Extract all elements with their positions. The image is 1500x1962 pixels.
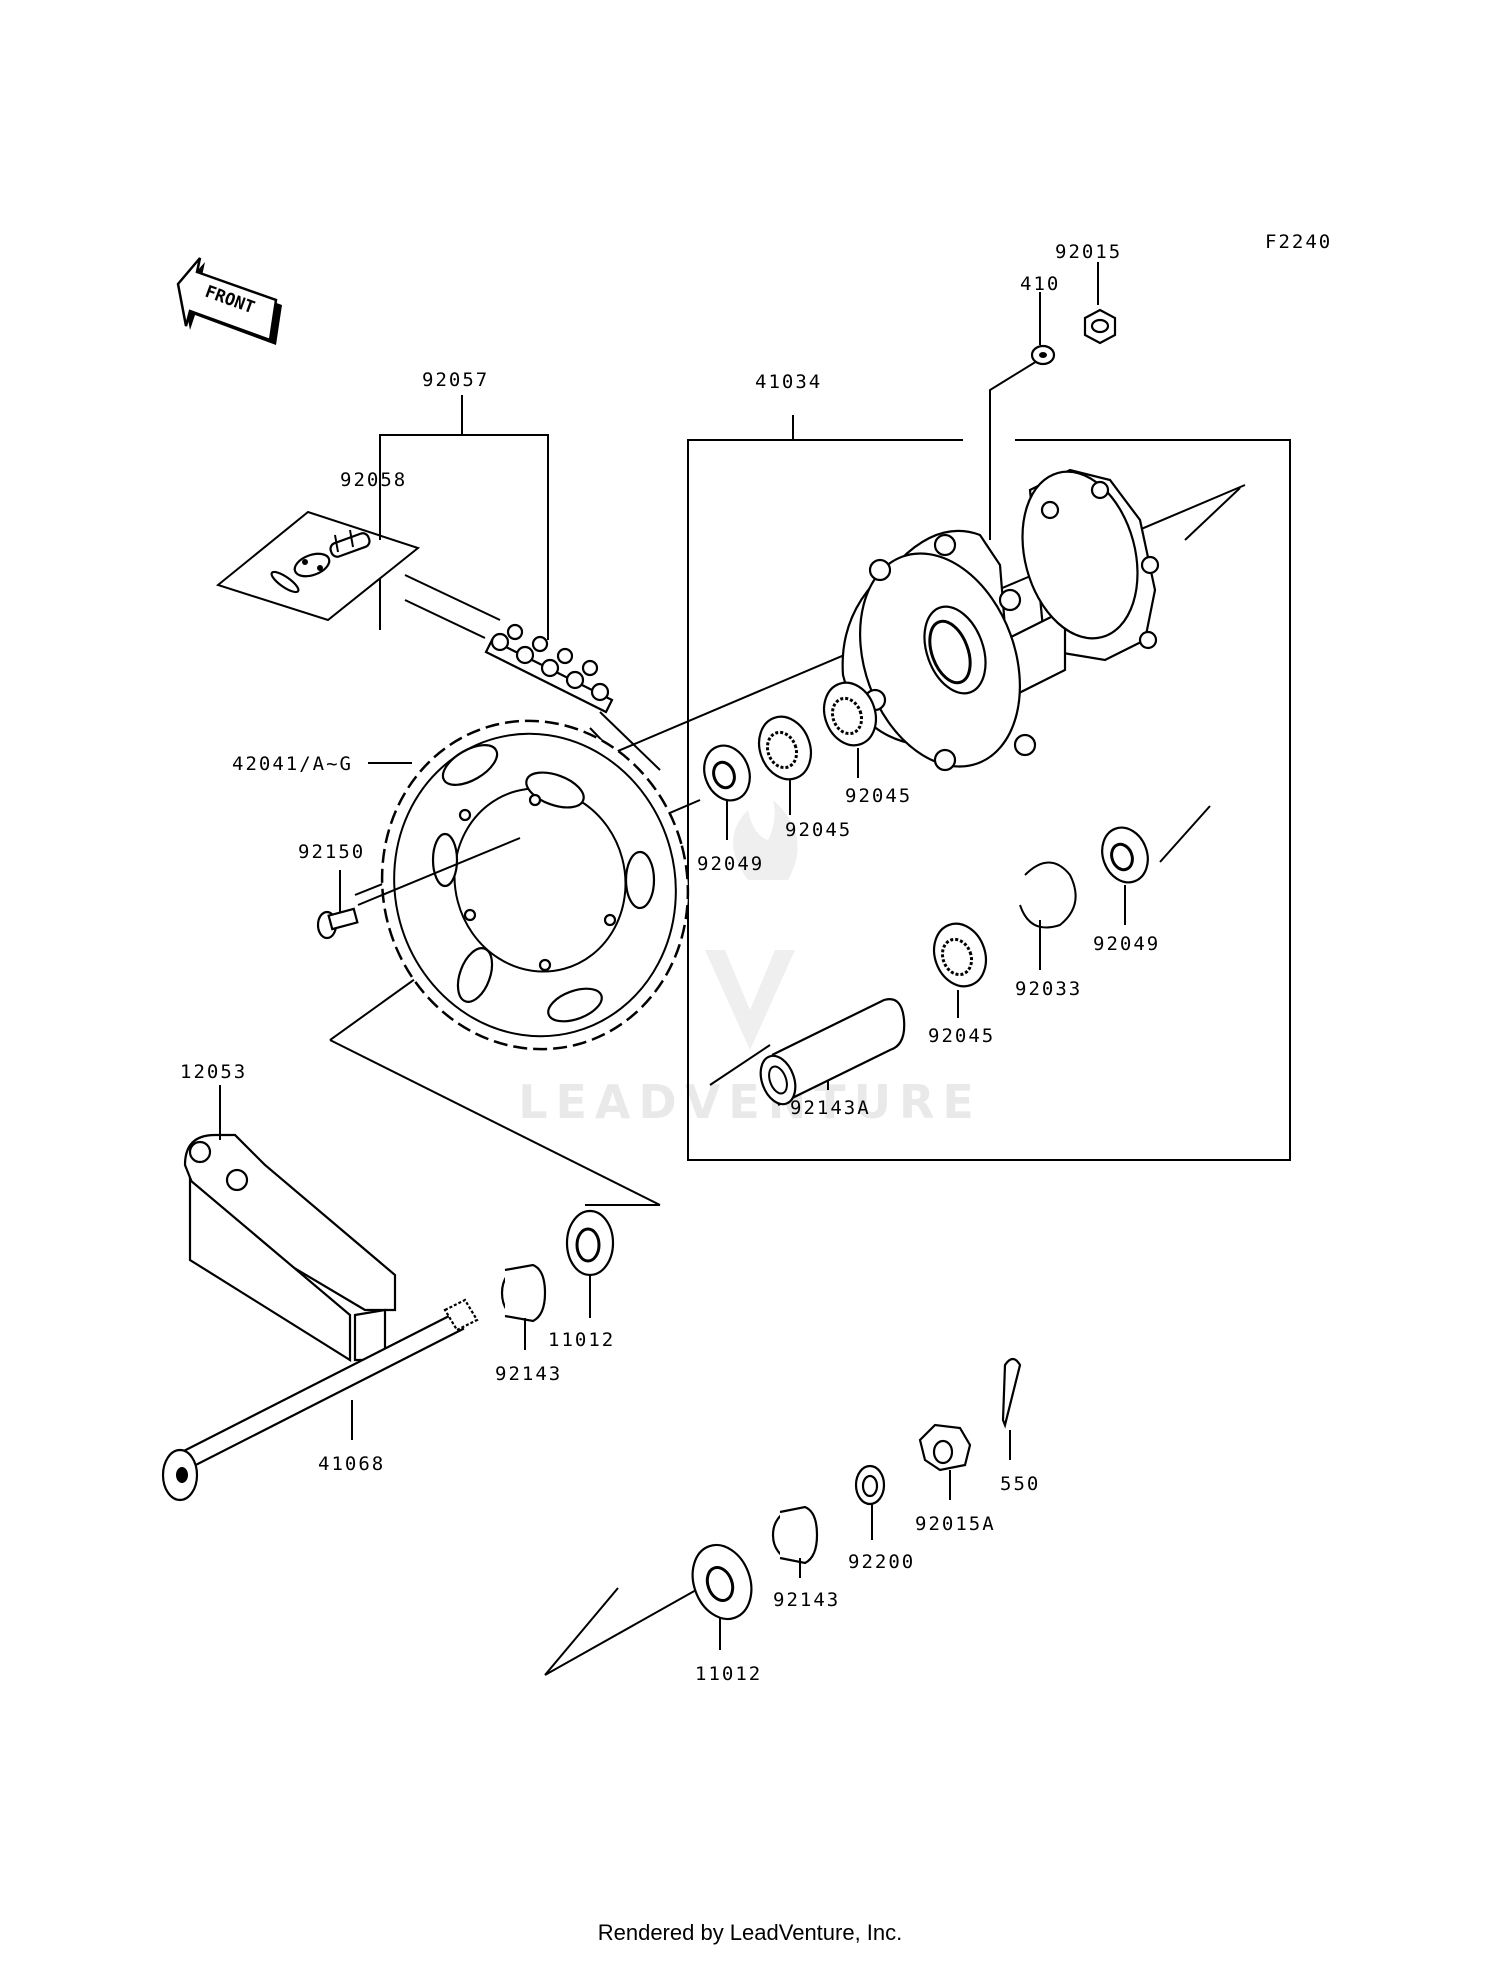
label-92045-c: 92045 bbox=[928, 1025, 995, 1047]
hub-assembly-box bbox=[687, 415, 1291, 1161]
label-92049-right: 92049 bbox=[1093, 933, 1160, 955]
spacer-11012-lower bbox=[691, 1543, 753, 1621]
label-92057: 92057 bbox=[422, 369, 489, 391]
rear-sprocket bbox=[380, 719, 690, 1051]
seal-92049-left bbox=[703, 744, 751, 802]
label-92200: 92200 bbox=[848, 1551, 915, 1573]
circlip-92033 bbox=[1019, 861, 1077, 929]
figure-code: F2240 bbox=[1265, 231, 1332, 253]
label-12053: 12053 bbox=[180, 1061, 247, 1083]
label-92143-lower: 92143 bbox=[773, 1589, 840, 1611]
label-92033: 92033 bbox=[1015, 978, 1082, 1000]
spacer-11012-upper bbox=[565, 1209, 615, 1277]
label-92045-a: 92045 bbox=[785, 819, 852, 841]
axle bbox=[161, 1298, 479, 1502]
label-11012-lower: 11012 bbox=[695, 1663, 762, 1685]
label-92015A: 92015A bbox=[915, 1513, 996, 1535]
label-41034: 41034 bbox=[755, 371, 822, 393]
label-92015: 92015 bbox=[1055, 241, 1122, 263]
rear-hub bbox=[841, 468, 1160, 772]
bearing-92045-a bbox=[757, 715, 813, 781]
label-11012-upper: 11012 bbox=[548, 1329, 615, 1351]
castle-nut-92015A bbox=[918, 1423, 972, 1472]
label-92058: 92058 bbox=[340, 469, 407, 491]
washer-92200 bbox=[854, 1464, 886, 1506]
drive-chain bbox=[404, 574, 661, 781]
label-92150: 92150 bbox=[298, 841, 365, 863]
label-92049-left: 92049 bbox=[697, 853, 764, 875]
label-42041: 42041/A~G bbox=[232, 753, 353, 775]
label-41068: 41068 bbox=[318, 1453, 385, 1475]
bearing-92045-c bbox=[932, 922, 988, 988]
footer-credit: Rendered by LeadVenture, Inc. bbox=[597, 1920, 903, 1945]
seal-92049-right bbox=[1101, 826, 1149, 884]
front-arrow-icon: FRONT bbox=[176, 257, 282, 345]
label-92143-upper: 92143 bbox=[495, 1363, 562, 1385]
watermark: LEADVENTURE bbox=[518, 800, 982, 1129]
chain-guide bbox=[183, 1133, 397, 1362]
washer-410 bbox=[1030, 344, 1056, 366]
nut-92015 bbox=[1083, 308, 1117, 345]
label-550: 550 bbox=[1000, 1473, 1040, 1495]
label-92045-b: 92045 bbox=[845, 785, 912, 807]
master-link-kit bbox=[215, 508, 421, 622]
leader-lines bbox=[219, 262, 1126, 1650]
collar-92143-upper bbox=[500, 1263, 547, 1323]
watermark-text: LEADVENTURE bbox=[518, 1075, 982, 1129]
sprocket-bolt bbox=[316, 837, 521, 940]
stud-leader bbox=[989, 357, 1043, 540]
label-92143A: 92143A bbox=[790, 1097, 871, 1119]
collar-92143-lower bbox=[771, 1505, 819, 1565]
spacer-92143A bbox=[759, 998, 906, 1106]
label-410: 410 bbox=[1020, 273, 1060, 295]
cotter-pin-550 bbox=[1001, 1357, 1022, 1429]
bearing-92045-b bbox=[822, 681, 878, 747]
